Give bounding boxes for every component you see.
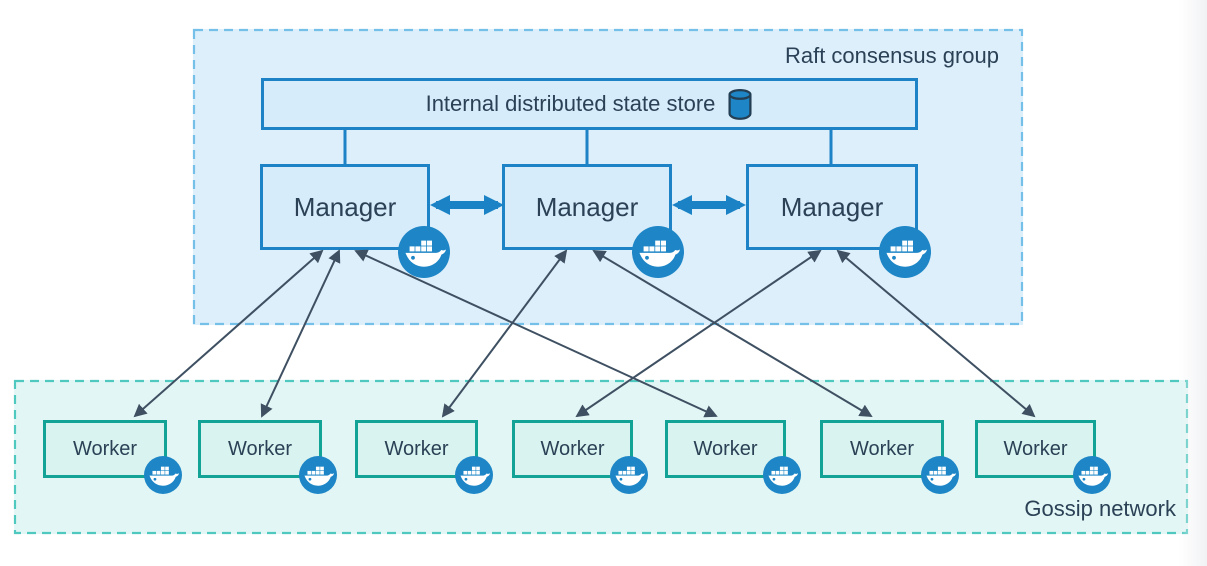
- docker-whale-icon: [632, 226, 684, 278]
- worker-label: Worker: [693, 437, 758, 460]
- docker-whale-icon: [455, 456, 493, 494]
- database-cylinder-icon: [728, 89, 752, 120]
- manager-label: Manager: [535, 191, 639, 222]
- state-store-node: Internal distributed state store: [261, 78, 918, 130]
- worker-label: Worker: [540, 437, 605, 460]
- worker-label: Worker: [384, 437, 449, 460]
- docker-whale-icon: [921, 456, 959, 494]
- page-edge-fade: [1179, 0, 1207, 566]
- gossip-network-label: Gossip network: [1024, 496, 1176, 521]
- docker-whale-icon: [398, 226, 450, 278]
- manager-label: Manager: [780, 191, 884, 222]
- docker-whale-icon: [144, 456, 182, 494]
- raft-group-label: Raft consensus group: [784, 43, 999, 68]
- worker-label: Worker: [1003, 437, 1068, 460]
- docker-whale-icon: [1073, 456, 1111, 494]
- docker-whale-icon: [879, 226, 931, 278]
- docker-whale-icon: [299, 456, 337, 494]
- docker-whale-icon: [763, 456, 801, 494]
- manager-label: Manager: [293, 191, 397, 222]
- docker-whale-icon: [610, 456, 648, 494]
- state-store-label: Internal distributed state store: [425, 91, 716, 116]
- worker-label: Worker: [849, 437, 915, 460]
- worker-label: Worker: [227, 437, 293, 460]
- worker-label: Worker: [72, 437, 138, 460]
